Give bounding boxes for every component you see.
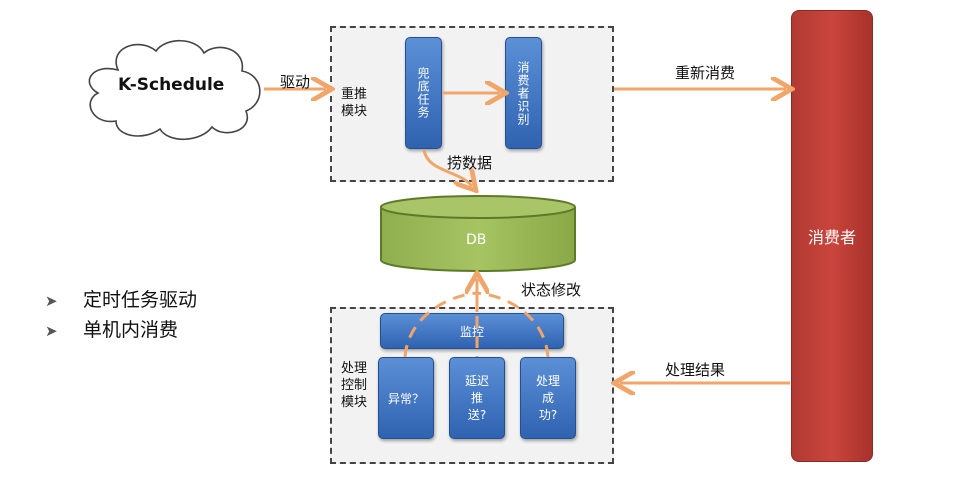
arrow-fetch-data	[422, 149, 472, 186]
fallback-task-label: 兜底任务	[416, 67, 430, 119]
bullet-arrow-icon: ➤	[45, 292, 58, 310]
db-label: DB	[466, 232, 487, 248]
consumer-identify-label: 消费者识别	[516, 60, 530, 126]
bullet-text: 单机内消费	[83, 319, 179, 341]
consumer-label: 消费者	[807, 228, 856, 247]
exception-label: 异常？	[387, 391, 424, 406]
retry-module	[330, 26, 614, 182]
bullet-item: ➤ 单机内消费	[45, 315, 178, 342]
fallback-task-box: 兜底任务	[405, 37, 442, 149]
edge-label-process-result: 处理结果	[665, 361, 726, 379]
bullet-text: 定时任务驱动	[83, 289, 198, 311]
control-module-title: 处理控制模块	[341, 361, 368, 410]
delay-push-label: 延迟推送?	[464, 373, 489, 422]
dashed-arc-left	[403, 291, 478, 358]
bullet-item: ➤ 定时任务驱动	[45, 285, 197, 312]
k-schedule-cloud	[88, 40, 261, 140]
edge-label-re-consume: 重新消费	[675, 64, 736, 82]
consumer-identify-box: 消费者识别	[505, 37, 542, 149]
delay-push-box: 延迟推送?	[449, 357, 505, 439]
edge-label-drive: 驱动	[280, 73, 311, 91]
bullet-arrow-icon: ➤	[45, 322, 58, 340]
db-cylinder	[380, 195, 576, 272]
edge-label-status-modify: 状态修改	[521, 281, 582, 299]
edge-label-fetch-data: 捞数据	[447, 154, 493, 172]
retry-module-title: 重推模块	[341, 87, 368, 119]
dashed-arc-right	[476, 291, 550, 358]
success-box: 处理成功?	[520, 357, 576, 439]
success-label: 处理成功?	[535, 373, 560, 422]
k-schedule-label: K-Schedule	[118, 75, 225, 95]
exception-box: 异常？	[378, 357, 434, 439]
consumer-box: 消费者	[791, 10, 873, 462]
